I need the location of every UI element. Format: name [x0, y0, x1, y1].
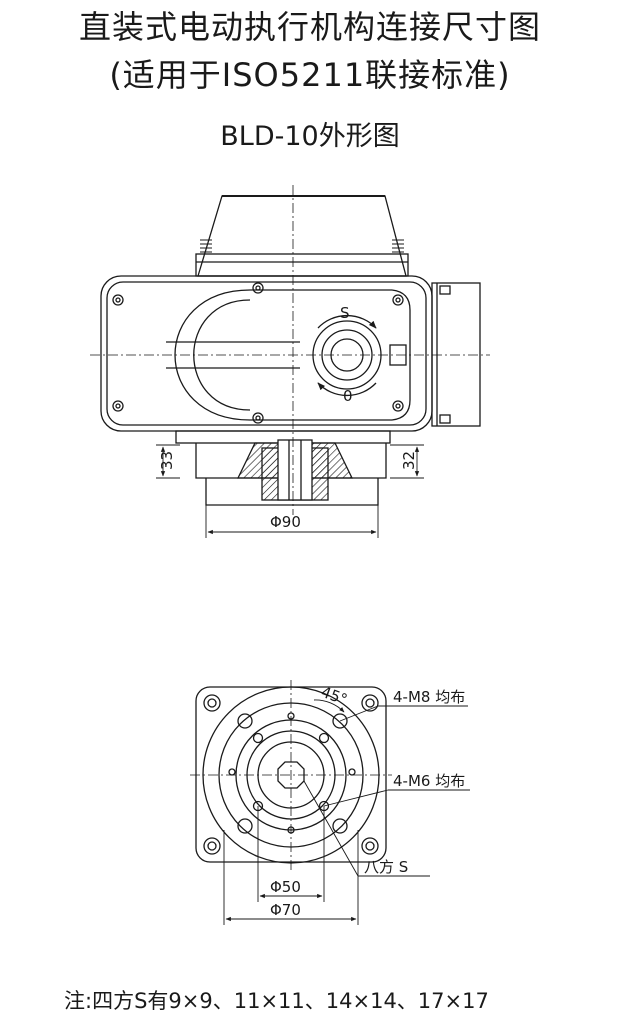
dim-left-height: 33: [158, 451, 176, 470]
mounting-flange: [175, 430, 391, 506]
dim-lines-bottom: [223, 806, 359, 925]
main-housing: [100, 275, 433, 432]
dim-line-left-height: [156, 444, 180, 479]
octagon-label: 八方 S: [364, 858, 408, 876]
manual-handwheel: [312, 314, 407, 397]
corner-mounting-holes: [203, 694, 379, 855]
dim-flange-diameter: Φ90: [270, 513, 301, 531]
dim-outer-diameter: Φ70: [270, 901, 301, 919]
octagon-drive-socket: [277, 761, 305, 789]
dim-line-right-height: [390, 444, 424, 479]
dim-right-height: 32: [400, 451, 418, 470]
footer-note: 注:四方S有9×9、11×11、14×14、17×17: [64, 989, 489, 1013]
side-terminal-box: [431, 282, 481, 427]
dim-inner-diameter: Φ50: [270, 878, 301, 896]
outer-bolt-label: 4-M8 均布: [393, 688, 465, 706]
dim-line-flange-diameter: [205, 505, 379, 538]
top-cover: [195, 195, 409, 277]
title-line-2: (适用于ISO5211联接标准): [109, 56, 511, 94]
front-view: [90, 185, 490, 538]
inner-bolt-label: 4-M6 均布: [393, 772, 465, 790]
leader-lines: [303, 699, 470, 877]
bottom-view: [190, 680, 470, 925]
m8-bolt-holes: [237, 713, 348, 834]
switch-close-mark: 0: [343, 387, 353, 405]
center-lines: [90, 185, 490, 515]
title-line-1: 直装式电动执行机构连接尺寸图: [78, 8, 541, 46]
model-subtitle: BLD-10外形图: [220, 121, 400, 152]
switch-open-mark: S: [340, 304, 350, 322]
